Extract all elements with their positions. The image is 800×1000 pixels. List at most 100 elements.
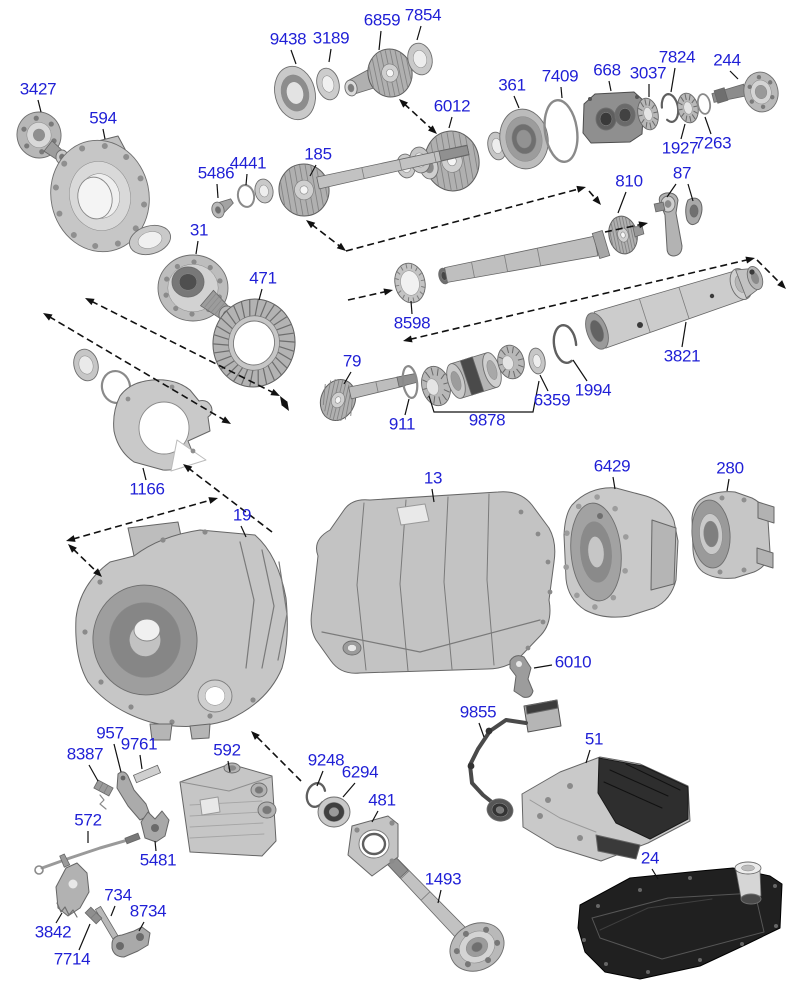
part-number-1166[interactable]: 1166	[129, 479, 165, 498]
part-bracket-6010	[509, 655, 534, 698]
part-bearing-9878-right	[497, 344, 525, 380]
dashed-arrow	[280, 396, 289, 411]
part-number-6294[interactable]: 6294	[342, 762, 379, 781]
leader-line	[687, 183, 694, 202]
part-oring-7409	[543, 99, 579, 163]
part-number-1994[interactable]: 1994	[575, 380, 612, 399]
part-number-87[interactable]: 87	[673, 163, 692, 182]
part-pump-plate-594	[50, 135, 150, 253]
part-number-3189[interactable]: 3189	[313, 28, 350, 47]
part-number-3037[interactable]: 3037	[630, 63, 667, 82]
part-number-5481[interactable]: 5481	[140, 850, 177, 869]
part-number-8387[interactable]: 8387	[67, 744, 104, 763]
part-output-shaft-1493	[384, 853, 505, 972]
part-number-6429[interactable]: 6429	[594, 456, 631, 475]
part-number-9878[interactable]: 9878	[469, 410, 506, 429]
part-number-3821[interactable]: 3821	[664, 346, 701, 365]
part-number-957[interactable]: 957	[96, 723, 124, 742]
part-number-24[interactable]: 24	[641, 848, 660, 867]
leader-line	[608, 80, 612, 92]
leader-line	[704, 116, 712, 135]
part-number-6012[interactable]: 6012	[434, 96, 471, 115]
part-number-9855[interactable]: 9855	[460, 702, 497, 721]
part-diff-carrier-31	[157, 254, 236, 325]
part-number-572[interactable]: 572	[74, 810, 102, 829]
part-number-244[interactable]: 244	[713, 50, 741, 69]
part-number-668[interactable]: 668	[593, 60, 621, 79]
leader-line	[138, 921, 145, 932]
part-number-9438[interactable]: 9438	[270, 29, 307, 48]
leader-line	[572, 359, 588, 382]
part-number-471[interactable]: 471	[249, 268, 277, 287]
part-number-3427[interactable]: 3427	[20, 79, 57, 98]
part-number-13[interactable]: 13	[424, 468, 443, 487]
part-number-810[interactable]: 810	[615, 171, 643, 190]
part-number-19[interactable]: 19	[233, 505, 252, 524]
part-flange-481	[347, 815, 399, 877]
part-ext-tube-3821	[585, 266, 764, 350]
part-number-9761[interactable]: 9761	[121, 734, 158, 753]
part-spacer-9878	[446, 352, 502, 399]
part-ext-housing-280	[691, 491, 775, 579]
dashed-arrow	[183, 464, 273, 533]
leader-line	[227, 760, 231, 773]
part-number-6359[interactable]: 6359	[534, 390, 571, 409]
part-number-594[interactable]: 594	[89, 108, 117, 127]
leader-line	[102, 128, 106, 140]
part-number-7854[interactable]: 7854	[405, 5, 442, 24]
part-number-185[interactable]: 185	[304, 144, 332, 163]
part-number-7824[interactable]: 7824	[659, 47, 696, 66]
leader-line	[309, 164, 317, 177]
part-number-7263[interactable]: 7263	[695, 133, 732, 152]
leader-line	[416, 25, 422, 41]
part-race-ring-under-594	[128, 224, 172, 256]
part-number-8598[interactable]: 8598	[394, 313, 431, 332]
part-race-3189	[316, 67, 340, 101]
part-main-case-13	[310, 491, 556, 674]
leader-line	[371, 810, 379, 823]
part-number-3842[interactable]: 3842	[35, 922, 72, 941]
leader-line	[681, 321, 687, 348]
part-number-4441[interactable]: 4441	[230, 153, 267, 172]
part-rear-housing-6429	[563, 487, 679, 618]
part-lever-87	[653, 192, 703, 257]
part-number-1493[interactable]: 1493	[425, 869, 462, 888]
part-seal-6294	[317, 796, 351, 828]
part-number-51[interactable]: 51	[585, 729, 604, 748]
part-number-592[interactable]: 592	[213, 740, 241, 759]
leader-line	[195, 240, 199, 255]
part-number-280[interactable]: 280	[716, 458, 744, 477]
part-number-361[interactable]: 361	[498, 75, 526, 94]
part-number-79[interactable]: 79	[343, 351, 362, 370]
part-number-5486[interactable]: 5486	[198, 163, 235, 182]
part-number-911[interactable]: 911	[389, 414, 416, 433]
leader-line	[378, 30, 382, 51]
part-needle-bearing-8598	[394, 262, 426, 304]
leader-line	[533, 664, 553, 669]
part-hub-3427	[16, 111, 69, 165]
part-number-1927[interactable]: 1927	[662, 138, 699, 157]
leader-line	[88, 764, 99, 782]
part-number-6010[interactable]: 6010	[555, 652, 592, 671]
leader-line	[431, 488, 435, 503]
part-number-7714[interactable]: 7714	[54, 949, 91, 968]
part-race-7854	[407, 42, 433, 76]
part-flange-244	[711, 71, 779, 113]
part-number-7409[interactable]: 7409	[542, 66, 579, 85]
part-number-481[interactable]: 481	[368, 790, 396, 809]
part-number-31[interactable]: 31	[190, 220, 209, 239]
leader-line	[342, 782, 356, 798]
dashed-arrow	[588, 190, 601, 205]
part-input-shaft-810	[438, 215, 645, 285]
part-number-6859[interactable]: 6859	[364, 10, 401, 29]
part-number-734[interactable]: 734	[104, 885, 132, 904]
leader-line	[316, 770, 324, 787]
part-number-9248[interactable]: 9248	[308, 750, 345, 769]
leader-line	[110, 905, 116, 917]
part-quadrant-3842	[55, 853, 90, 918]
part-cable-572	[34, 832, 141, 875]
part-number-8734[interactable]: 8734	[130, 901, 167, 920]
